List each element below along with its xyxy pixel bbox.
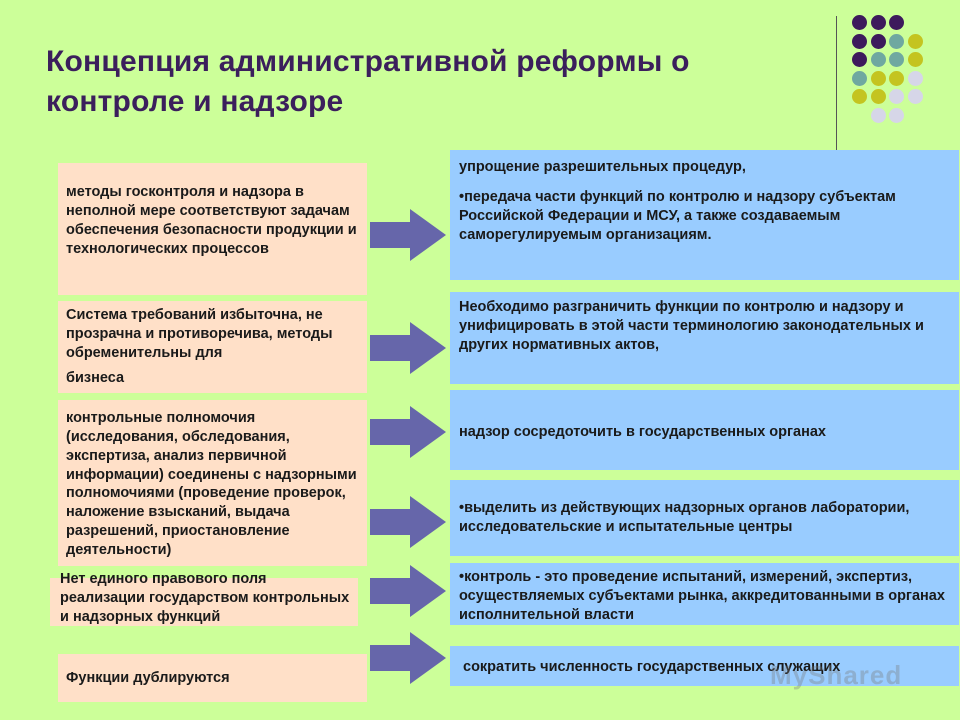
problem-text-4: Нет единого правового поля реализации го…	[60, 571, 350, 625]
arrow-right-icon	[370, 209, 446, 261]
decorative-dot	[907, 89, 923, 104]
decorative-divider	[836, 16, 837, 150]
problem-box-5: Функции дублируются	[58, 654, 367, 702]
problem-box-1: методы госконтроля и надзора в неполной …	[58, 163, 367, 295]
solution-box-1: упрощение разрешительных процедур, перед…	[450, 150, 959, 280]
decorative-dot	[907, 52, 923, 67]
solution-text-3: надзор сосредоточить в государственных о…	[459, 424, 826, 440]
decorative-dot	[870, 52, 886, 67]
solution-bullet-4: выделить из действующих надзорных органо…	[459, 499, 951, 537]
solution-box-3: надзор сосредоточить в государственных о…	[450, 390, 959, 470]
solution-bullet-5: контроль - это проведение испытаний, изм…	[459, 568, 951, 625]
decorative-dot	[870, 33, 886, 49]
decorative-dot	[889, 107, 904, 123]
decorative-dot	[870, 15, 886, 30]
solution-text-6: сократить численность государственных сл…	[463, 659, 841, 675]
decorative-dot	[889, 89, 904, 104]
decorative-dot	[852, 89, 867, 104]
decorative-dot	[889, 52, 904, 67]
decorative-dot	[870, 89, 886, 104]
watermark-logo: MyShared	[770, 660, 903, 690]
problem-box-3: контрольные полномочия (исследования, об…	[58, 400, 367, 566]
decorative-dot	[907, 70, 923, 86]
decorative-dot	[870, 107, 886, 123]
decorative-dot	[852, 52, 867, 67]
solution-box-2: Необходимо разграничить функции по контр…	[450, 292, 959, 384]
arrow-right-icon	[370, 322, 446, 374]
decorative-dot	[852, 70, 867, 86]
decorative-dot	[907, 33, 923, 49]
decorative-dot	[852, 33, 867, 49]
decorative-dot	[852, 15, 867, 30]
problem-text-2b: бизнеса	[66, 369, 125, 386]
problem-text-5: Функции дублируются	[66, 670, 230, 686]
solution-bullet-1: передача части функций по контролю и над…	[459, 188, 951, 245]
arrow-right-icon	[370, 406, 446, 458]
arrow-right-icon	[370, 496, 446, 548]
decorative-dot	[889, 15, 904, 30]
solution-text-2: Необходимо разграничить функции по контр…	[459, 299, 924, 353]
problem-text-2: Система требований избыточна, не прозрач…	[66, 307, 333, 361]
problem-text-3: контрольные полномочия (исследования, об…	[66, 410, 357, 558]
solution-text-1: упрощение разрешительных процедур,	[459, 159, 746, 175]
problem-box-2: Система требований избыточна, не прозрач…	[58, 301, 367, 393]
solution-box-4: выделить из действующих надзорных органо…	[450, 480, 959, 556]
arrow-right-icon	[370, 565, 446, 617]
arrow-right-icon	[370, 632, 446, 684]
problem-box-4: Нет единого правового поля реализации го…	[50, 571, 358, 626]
decorative-dot	[870, 70, 886, 86]
decorative-dot	[889, 70, 904, 86]
solution-box-5: контроль - это проведение испытаний, изм…	[450, 563, 959, 625]
slide-title: Концепция административной реформы о кон…	[46, 45, 690, 118]
decorative-dot	[889, 33, 904, 49]
solution-box-6: сократить численность государственных сл…	[450, 646, 959, 686]
problem-text-1: методы госконтроля и надзора в неполной …	[66, 184, 357, 257]
